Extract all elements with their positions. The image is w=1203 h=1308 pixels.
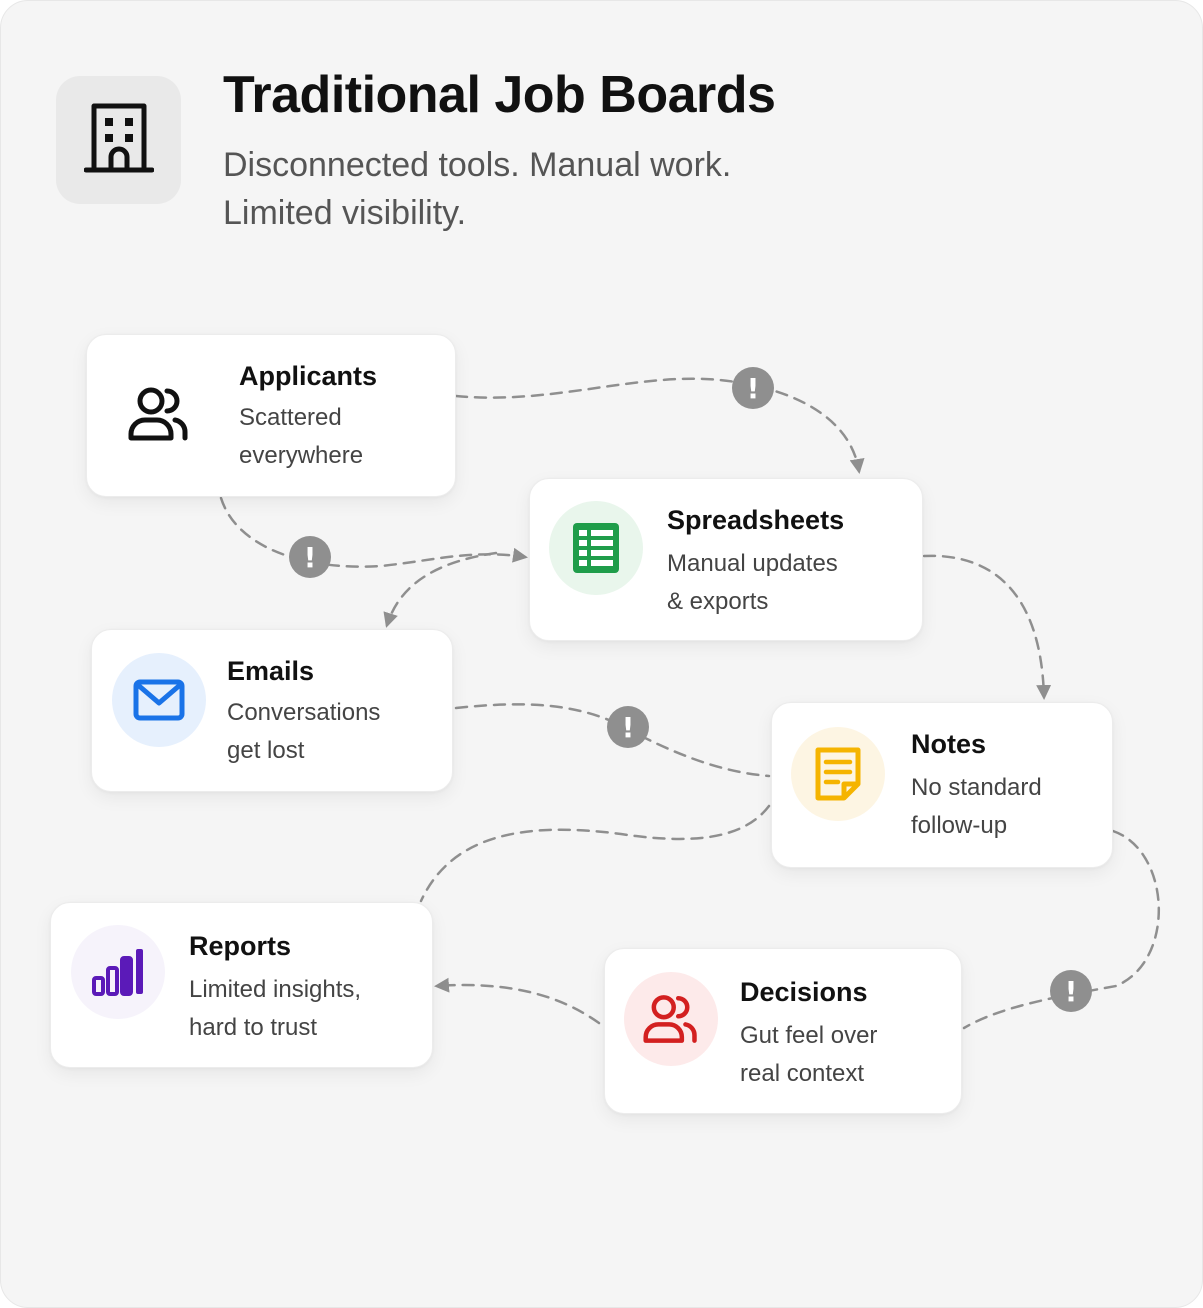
warning-icon: ! bbox=[1050, 970, 1092, 1012]
card-icon-wrap bbox=[112, 367, 206, 461]
card-title: Applicants bbox=[239, 361, 378, 391]
card-description: Gut feel over real context bbox=[740, 1022, 878, 1087]
card-title: Decisions bbox=[740, 977, 868, 1007]
card-description: Manual updates & exports bbox=[667, 550, 838, 615]
card-description: Limited insights, hard to trust bbox=[189, 976, 362, 1041]
people-icon bbox=[643, 995, 697, 1043]
card-applicants: Applicants Scattered everywhere bbox=[86, 334, 456, 497]
page-title: Traditional Job Boards bbox=[223, 66, 776, 124]
connector-applicants-spreadsheets bbox=[454, 377, 865, 474]
card-title: Emails bbox=[227, 656, 315, 686]
card-description: Conversations get lost bbox=[227, 699, 381, 764]
warning-icon: ! bbox=[732, 367, 774, 409]
connector-spreadsheets-notes bbox=[922, 554, 1052, 700]
spreadsheet-icon bbox=[573, 523, 619, 573]
card-notes: Notes No standard follow-up bbox=[771, 702, 1113, 868]
connector-notes-reports bbox=[419, 804, 771, 903]
connector-decisions-reports bbox=[434, 977, 601, 1025]
card-title: Reports bbox=[189, 931, 292, 961]
office-building-icon bbox=[83, 103, 154, 173]
mail-icon bbox=[133, 679, 185, 721]
card-icon-wrap bbox=[791, 727, 885, 821]
card-icon-wrap bbox=[549, 501, 643, 595]
card-icon-wrap bbox=[624, 972, 718, 1066]
card-icon-wrap bbox=[112, 653, 206, 747]
warning-icon: ! bbox=[607, 706, 649, 748]
card-description: Scattered everywhere bbox=[239, 404, 364, 469]
people-icon bbox=[128, 387, 188, 441]
card-description: No standard follow-up bbox=[911, 774, 1042, 839]
bar-chart-icon bbox=[92, 949, 143, 996]
card-spreadsheets: Spreadsheets Manual updates & exports bbox=[529, 478, 923, 641]
card-icon-wrap bbox=[71, 925, 165, 1019]
page-subtitle: Disconnected tools. Manual work. Limited… bbox=[223, 146, 732, 232]
header-icon-tile bbox=[56, 76, 181, 204]
card-reports: Reports Limited insights, hard to trust bbox=[50, 902, 433, 1068]
card-title: Spreadsheets bbox=[667, 505, 845, 535]
connector-spreadsheets-emails bbox=[383, 551, 498, 628]
card-emails: Emails Conversations get lost bbox=[91, 629, 453, 792]
card-title: Notes bbox=[911, 729, 987, 759]
warning-icon: ! bbox=[289, 536, 331, 578]
connector-applicants-spreadsheets-lower bbox=[219, 496, 528, 568]
note-icon bbox=[815, 747, 861, 801]
card-decisions: Decisions Gut feel over real context bbox=[604, 948, 962, 1114]
